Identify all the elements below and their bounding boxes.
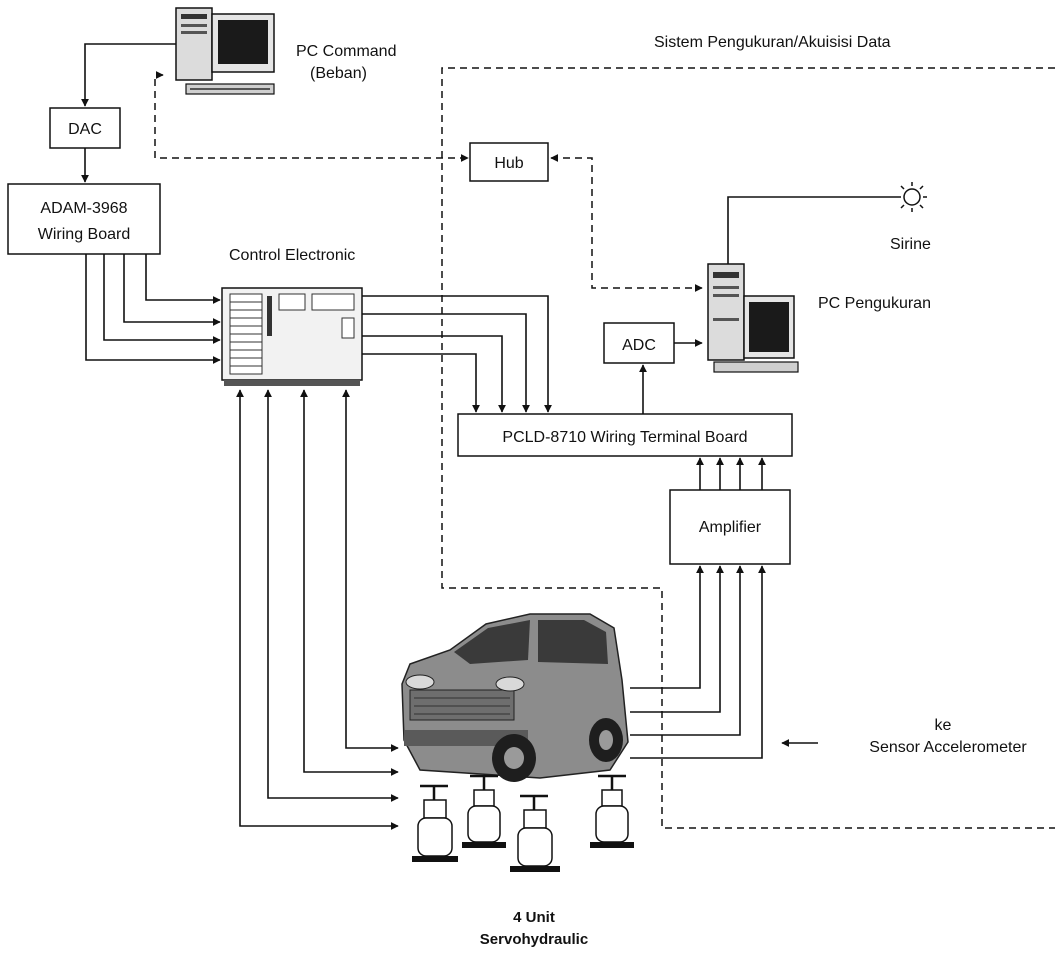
sensor-label-line1: ke	[935, 717, 952, 734]
control-electronic-unit	[222, 288, 362, 386]
control-electronic-label: Control Electronic	[229, 247, 355, 264]
servo-label-line2: Servohydraulic	[480, 931, 588, 948]
control-to-terminal-wire-4	[362, 354, 476, 412]
adam-to-control-wire-1	[146, 254, 220, 300]
pc-command-sublabel: (Beban)	[310, 65, 367, 82]
hydraulic-actuator-icon	[510, 796, 560, 872]
sensor-to-amplifier-wire-4	[630, 566, 762, 758]
hydraulic-actuator-icon	[590, 776, 634, 848]
adam-to-control-wire-2	[124, 254, 220, 322]
control-to-servo-wire-2	[304, 390, 398, 772]
dac-label: DAC	[68, 121, 102, 138]
sensor-to-amplifier-wire-1	[630, 566, 700, 688]
pc-to-siren-wire	[728, 197, 897, 268]
control-to-servo-wire-4	[240, 390, 398, 826]
adam-to-control-wire-4	[86, 254, 220, 360]
adc-label: ADC	[622, 337, 656, 354]
sirine-label: Sirine	[890, 236, 931, 253]
pc-command-label: PC Command	[296, 43, 396, 60]
adam-sublabel: Wiring Board	[38, 226, 130, 243]
computer-icon	[176, 8, 274, 94]
diagram-title: Sistem Pengukuran/Akuisisi Data	[654, 34, 891, 51]
computer-icon	[708, 264, 798, 372]
hub-to-pc-pengukuran-link	[551, 158, 702, 288]
control-to-servo-wire-3	[268, 390, 398, 798]
car-image	[402, 614, 628, 782]
hydraulic-actuator-icon	[412, 786, 458, 862]
adam-wiring-board	[8, 184, 160, 254]
pc-pengukuran-label: PC Pengukuran	[818, 295, 931, 312]
hub-label: Hub	[494, 155, 523, 172]
control-to-terminal-wire-3	[362, 336, 502, 412]
control-to-servo-wire-1	[346, 390, 398, 748]
sensor-to-amplifier-wire-3	[630, 566, 740, 735]
siren-icon	[897, 182, 927, 212]
servo-label-line1: 4 Unit	[513, 909, 555, 926]
amplifier-label: Amplifier	[699, 519, 762, 536]
adam-label: ADAM-3968	[40, 200, 127, 217]
adam-to-control-wire-3	[104, 254, 220, 340]
hydraulic-actuator-icon	[462, 776, 506, 848]
sensor-label-line2: Sensor Accelerometer	[869, 739, 1027, 756]
terminal-board-label: PCLD-8710 Wiring Terminal Board	[502, 429, 747, 446]
